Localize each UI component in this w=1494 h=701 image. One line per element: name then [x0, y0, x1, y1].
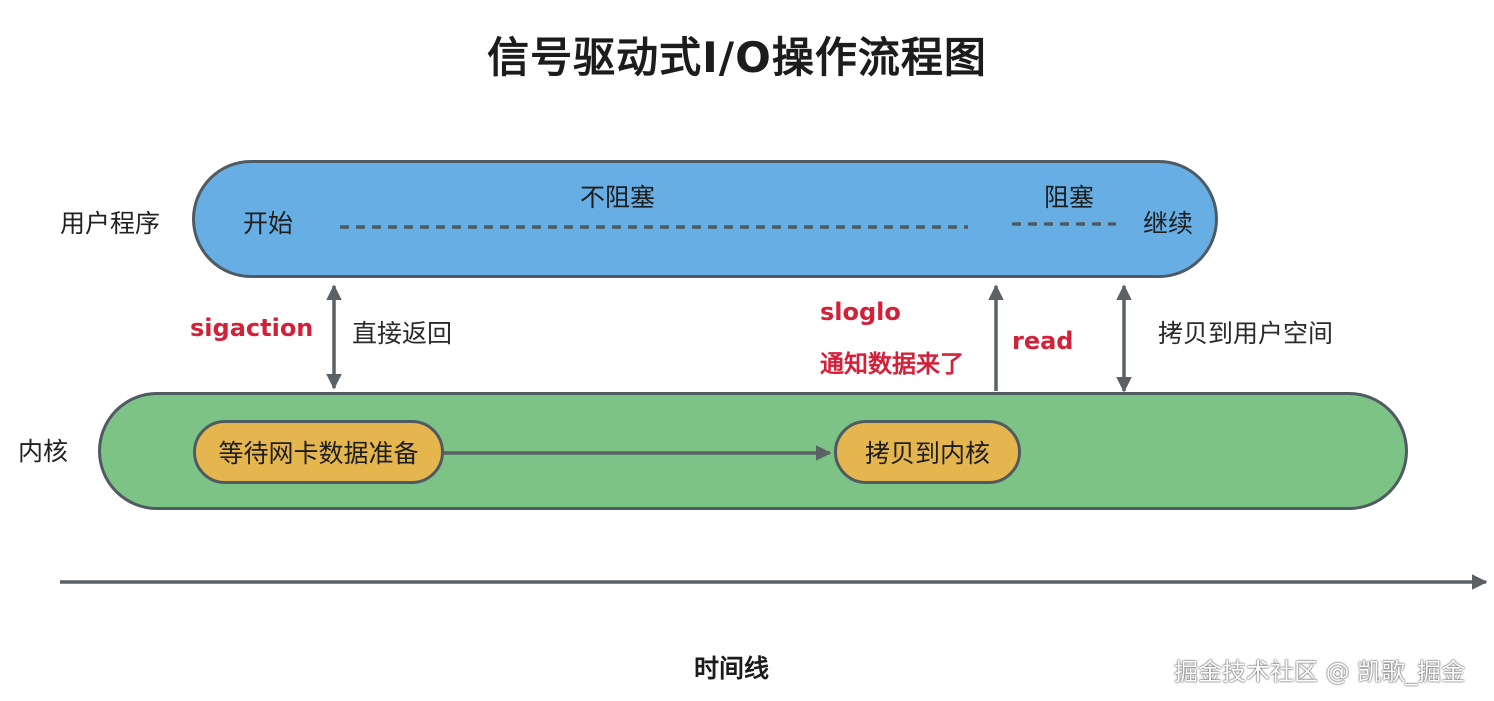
- non-blocking-label: 不阻塞: [580, 183, 656, 212]
- user-start-label: 开始: [243, 209, 294, 238]
- diagram-title: 信号驱动式I/O操作流程图: [487, 33, 987, 82]
- read-label: read: [1012, 327, 1074, 355]
- user-continue-label: 继续: [1143, 209, 1194, 238]
- direct-return-label: 直接返回: [352, 319, 453, 348]
- sigaction-label: sigaction: [190, 314, 314, 342]
- timeline-label: 时间线: [694, 654, 770, 683]
- copy-to-user-label: 拷贝到用户空间: [1158, 319, 1334, 348]
- copy-to-kernel-pill: 拷贝到内核: [834, 420, 1021, 484]
- copy-to-kernel-label: 拷贝到内核: [864, 439, 990, 468]
- signal-name-label: sloglo: [820, 298, 901, 326]
- lane-label-kernel: 内核: [18, 437, 69, 466]
- wait-data-pill: 等待网卡数据准备: [193, 420, 444, 484]
- signal-desc-label: 通知数据来了: [820, 350, 964, 378]
- blocking-label: 阻塞: [1044, 183, 1095, 212]
- watermark: 掘金技术社区 @ 凯歌_掘金: [1174, 658, 1466, 686]
- user-program-bar: [192, 160, 1218, 278]
- wait-data-label: 等待网卡数据准备: [218, 439, 419, 468]
- lane-label-user: 用户程序: [60, 209, 161, 238]
